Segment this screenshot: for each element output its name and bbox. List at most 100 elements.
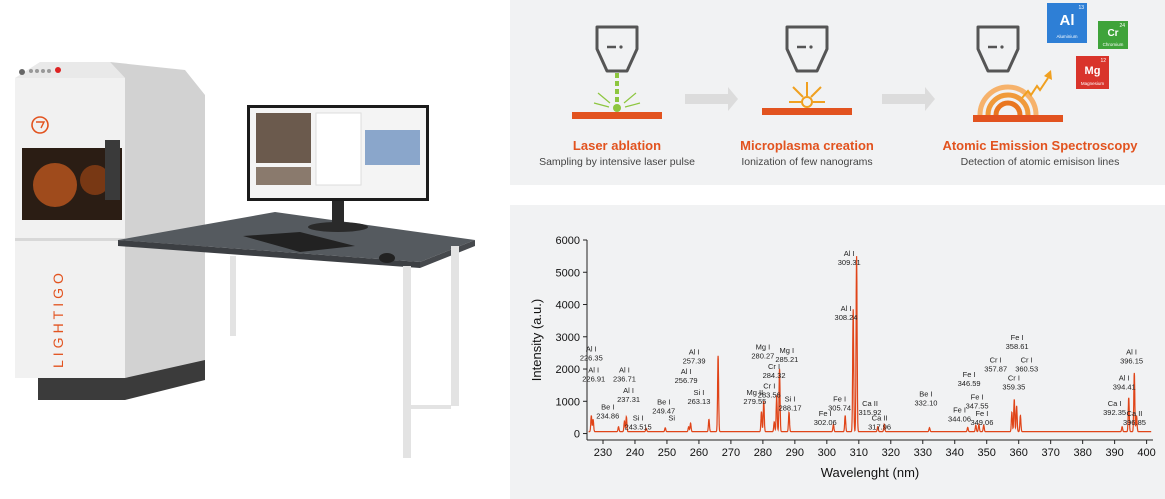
emission-arrowhead-icon: [1044, 70, 1052, 80]
peak-annotation-line: 358.61: [1006, 342, 1029, 351]
element-name: Chromium: [1102, 42, 1124, 47]
keyboard: [243, 232, 355, 252]
peak-annotation-line: Cr I: [990, 356, 1002, 365]
laser-spot-icon: [613, 104, 621, 112]
x-tick-label: 310: [850, 447, 868, 459]
sample-surface-icon: [973, 115, 1063, 122]
desk-side-edge: [420, 240, 475, 268]
peak-annotation-line: 263.13: [687, 397, 710, 406]
status-light-icon: [35, 69, 39, 73]
emergency-button-icon: [55, 67, 61, 73]
peak-annotation-line: Si: [668, 414, 675, 423]
chamber-glow: [80, 165, 110, 195]
x-tick-label: 400: [1137, 447, 1155, 459]
cabinet-front-seam: [15, 238, 125, 241]
peak-annotation-line: Fe I: [971, 393, 984, 402]
plasma-ray: [810, 86, 822, 98]
y-tick-label: 5000: [556, 267, 580, 279]
peak-annotation-line: 302.06: [814, 418, 837, 427]
sample-surface-icon: [762, 108, 852, 115]
peak-annotation-line: Mg I: [780, 346, 795, 355]
peak-annotation-line: 347.55: [966, 402, 989, 411]
brand-logo-icon: [31, 116, 49, 134]
peak-annotation-line: 360.53: [1015, 365, 1038, 374]
peak-annotation-line: 236.71: [613, 374, 636, 383]
peak-annotation-line: Fe I: [819, 409, 832, 418]
y-tick-label: 1000: [556, 396, 580, 408]
status-light-icon: [29, 69, 33, 73]
laser-head-dot: [1000, 45, 1004, 49]
brand-logo-mark: [36, 121, 46, 129]
y-tick-label: 0: [574, 429, 580, 441]
x-tick-label: 330: [914, 447, 932, 459]
peak-annotation-line: 256.79: [675, 376, 698, 385]
emission-wave-icon: [985, 92, 1031, 116]
ablation-spark: [593, 102, 610, 108]
microplasma-icon: [801, 96, 813, 108]
x-tick-label: 230: [594, 447, 612, 459]
peak-annotation-line: 317.96: [868, 423, 891, 432]
process-illustrations: [572, 25, 1063, 122]
plasma-ray: [792, 86, 804, 98]
monitor-stand: [332, 201, 344, 223]
y-tick-label: 2000: [556, 364, 580, 376]
screen-thumbs: [256, 167, 311, 185]
x-tick-label: 380: [1073, 447, 1091, 459]
x-tick-label: 300: [818, 447, 836, 459]
peak-annotation-line: Si I: [693, 388, 704, 397]
peak-annotation-line: 346.59: [958, 379, 981, 388]
peak-annotation-line: Cr I: [1021, 356, 1033, 365]
peak-annotation-line: Be I: [919, 389, 932, 398]
x-tick-label: 240: [626, 447, 644, 459]
laser-head-icon: [785, 25, 829, 73]
peak-annotation-line: Al I: [841, 304, 852, 313]
chart-axes: [586, 240, 1153, 441]
ablation-spark: [597, 92, 611, 104]
element-tile-cr: 24 Cr Chromium: [1098, 21, 1128, 49]
peak-annotation-line: 284.32: [763, 371, 786, 380]
peak-annotation-line: 332.10: [914, 398, 937, 407]
peak-annotation-line: 309.31: [838, 258, 861, 267]
peak-annotation-line: 226.35: [580, 353, 603, 362]
element-tile-mg: 12 Mg Magnesium: [1076, 56, 1109, 89]
peak-annotation-line: Al I: [681, 367, 692, 376]
element-symbol: Al: [1059, 12, 1075, 29]
peak-annotation-line: 249.47: [652, 407, 675, 416]
peak-annotation-line: Ca II: [872, 414, 888, 423]
emission-wave-icon: [977, 84, 1039, 116]
screen-panel: [315, 112, 362, 186]
x-tick-label: 360: [1010, 447, 1028, 459]
x-tick-label: 260: [690, 447, 708, 459]
peak-annotation-line: Fe I: [963, 370, 976, 379]
peak-annotation-line: Be I: [657, 398, 670, 407]
peak-annotation-line: 280.27: [751, 352, 774, 361]
cabinet-side: [110, 62, 205, 392]
peak-annotation-line: 237.31: [617, 395, 640, 404]
peak-annotation-line: 283.56: [758, 390, 781, 399]
peak-annotation-line: 315.92: [859, 408, 882, 417]
peak-annotation-line: Mg I: [756, 343, 771, 352]
peak-annotation-line: Fe I: [953, 406, 966, 415]
peak-annotation-line: 257.39: [683, 357, 706, 366]
ablation-spark: [623, 92, 637, 104]
y-tick-label: 6000: [556, 235, 580, 247]
peak-annotation-line: Be I: [601, 402, 614, 411]
element-name: Aluminium: [1056, 34, 1078, 39]
